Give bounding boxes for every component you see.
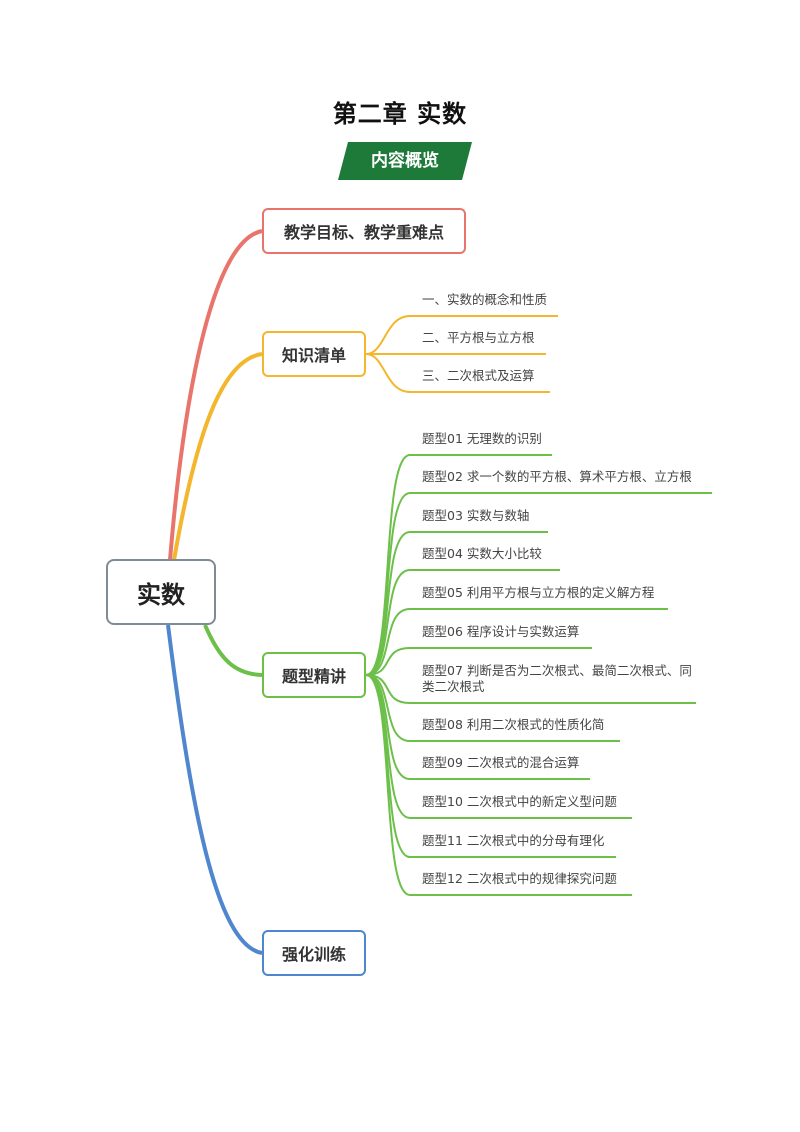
type-item: 题型10 二次根式中的新定义型问题 (422, 794, 617, 809)
type-item: 题型05 利用平方根与立方根的定义解方程 (422, 585, 655, 600)
types-connectors (365, 454, 712, 896)
banner-label: 内容概览 (371, 151, 439, 171)
type-item: 题型09 二次根式的混合运算 (422, 755, 580, 770)
type-item: 题型06 程序设计与实数运算 (422, 624, 580, 639)
type-item: 题型12 二次根式中的规律探究问题 (422, 871, 617, 886)
branch-knowledge: 知识清单 (262, 331, 366, 377)
type-item: 题型11 二次根式中的分母有理化 (422, 833, 605, 848)
type-item: 题型02 求一个数的平方根、算术平方根、立方根 (422, 469, 692, 484)
banner-shape (338, 142, 472, 180)
page-title: 第二章 实数 (332, 99, 468, 128)
connector-training (166, 624, 263, 955)
knowledge-item: 二、平方根与立方根 (422, 330, 535, 345)
type-item: 题型08 利用二次根式的性质化简 (422, 717, 605, 732)
branch-training: 强化训练 (262, 930, 366, 976)
knowledge-connectors (365, 315, 558, 393)
connector-knowledge (172, 352, 263, 561)
connector-types (203, 624, 263, 677)
root-node: 实数 (106, 559, 216, 625)
type-item: 题型04 实数大小比较 (422, 546, 542, 561)
type-item: 题型07 判断是否为二次根式、最简二次根式、同类二次根式 (422, 663, 692, 694)
connector-goals (168, 229, 263, 561)
knowledge-item: 三、二次根式及运算 (422, 368, 535, 383)
type-item: 题型03 实数与数轴 (422, 508, 530, 523)
knowledge-item: 一、实数的概念和性质 (422, 292, 548, 307)
type-item: 题型01 无理数的识别 (422, 431, 542, 446)
branch-types: 题型精讲 (262, 652, 366, 698)
branch-goals: 教学目标、教学重难点 (262, 208, 466, 254)
overview-banner: 内容概览 (338, 142, 472, 180)
